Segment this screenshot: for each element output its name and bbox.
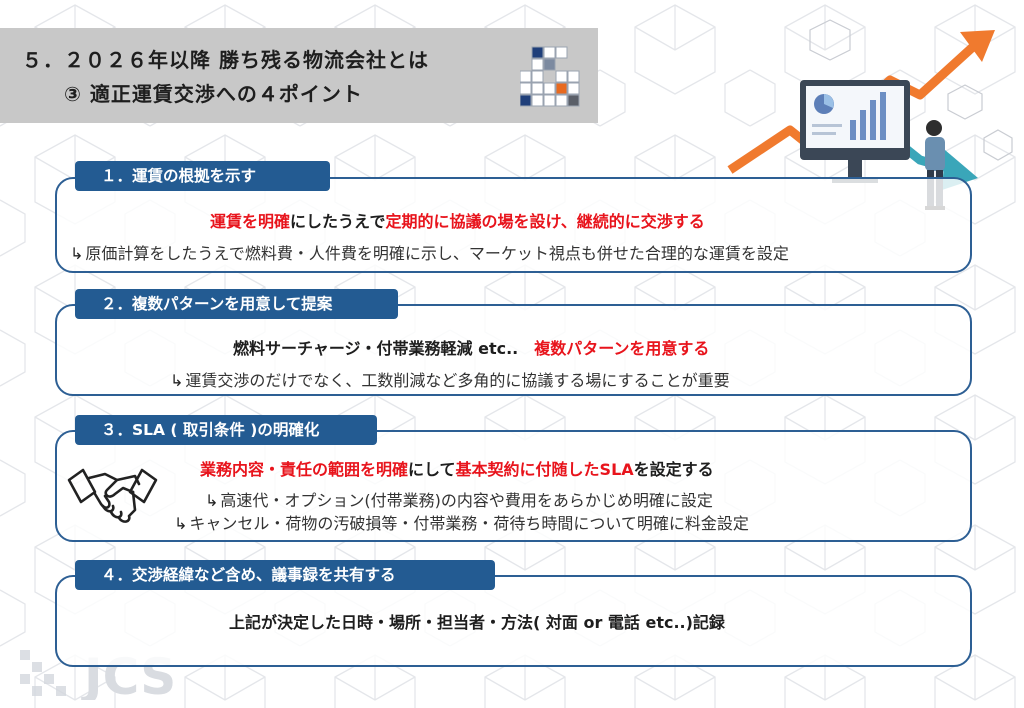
sub-arrow-icon: ↳: [174, 514, 188, 533]
section-4-box: [55, 575, 972, 667]
section-3-main-part-2: にして: [408, 460, 456, 479]
section-3-main-part-4: を設定する: [633, 460, 714, 479]
section-3-sub-2: ↳キャンセル・荷物の汚破損等・付帯業務・荷待ち時間について明確に料金設定: [174, 510, 749, 534]
title-band: ５．２０２６年以降 勝ち残る物流会社とは ③ 適正運賃交渉への４ポイント: [0, 28, 598, 123]
section-1-main: 運賃を明確にしたうえで定期的に協議の場を設け、継続的に交渉する: [210, 208, 705, 232]
sub-arrow-icon: ↳: [205, 491, 219, 510]
section-1-sub: ↳原価計算をしたうえで燃料費・人件費を明確に示し、マーケット視点も併せた合理的な…: [70, 240, 789, 264]
section-3-sub-1: ↳高速代・オプション(付帯業務)の内容や費用をあらかじめ明確に設定: [205, 487, 713, 511]
section-1-sub-text: 原価計算をしたうえで燃料費・人件費を明確に示し、マーケット視点も併せた合理的な運…: [85, 244, 789, 263]
section-4-main-part-1: 上記が決定した日時・場所・担当者・方法( 対面 or 電話 etc..)記録: [229, 613, 725, 632]
section-2-main: 燃料サーチャージ・付帯業務軽減 etc.. 複数パターンを用意する: [233, 335, 709, 359]
section-2-main-part-1: 燃料サーチャージ・付帯業務軽減 etc..: [233, 339, 535, 358]
section-1-main-part-3: 定期的に協議の場を設け、継続的に交渉する: [385, 212, 705, 231]
grid-logo-icon: [520, 46, 580, 107]
section-1-label: １．運賃の根拠を示す: [75, 161, 330, 191]
section-3-label: ３．SLA ( 取引条件 )の明確化: [75, 415, 377, 445]
section-2-label: ２．複数パターンを用意して提案: [75, 289, 398, 319]
section-3-main-part-3: 基本契約に付随したSLA: [455, 460, 634, 479]
section-1-box: [55, 177, 972, 273]
section-1-main-part-2: にしたうえで: [290, 212, 386, 231]
section-3-sub-1-text: 高速代・オプション(付帯業務)の内容や費用をあらかじめ明確に設定: [220, 491, 713, 510]
section-1-main-part-1: 運賃を明確: [210, 212, 291, 231]
section-3-main: 業務内容・責任の範囲を明確にして基本契約に付随したSLAを設定する: [200, 456, 714, 480]
section-2-sub: ↳運賃交渉のだけでなく、工数削減など多角的に協議する場にすることが重要: [170, 367, 730, 391]
section-3-main-part-1: 業務内容・責任の範囲を明確: [200, 460, 409, 479]
section-2-box: [55, 304, 972, 396]
section-4-label: ４．交渉経緯など含め、議事録を共有する: [75, 560, 495, 590]
handshake-icon: [67, 468, 158, 523]
page-title: ５．２０２６年以降 勝ち残る物流会社とは: [22, 48, 429, 72]
section-2-main-part-2: 複数パターンを用意する: [534, 339, 710, 358]
section-3-box: [55, 430, 972, 542]
section-2-sub-text: 運賃交渉のだけでなく、工数削減など多角的に協議する場にすることが重要: [185, 371, 730, 390]
sub-arrow-icon: ↳: [170, 371, 184, 390]
section-3-sub-2-text: キャンセル・荷物の汚破損等・付帯業務・荷待ち時間について明確に料金設定: [189, 514, 749, 533]
section-4-main: 上記が決定した日時・場所・担当者・方法( 対面 or 電話 etc..)記録: [229, 609, 725, 633]
page-subtitle: ③ 適正運賃交渉への４ポイント: [64, 82, 363, 106]
sub-arrow-icon: ↳: [70, 244, 84, 263]
